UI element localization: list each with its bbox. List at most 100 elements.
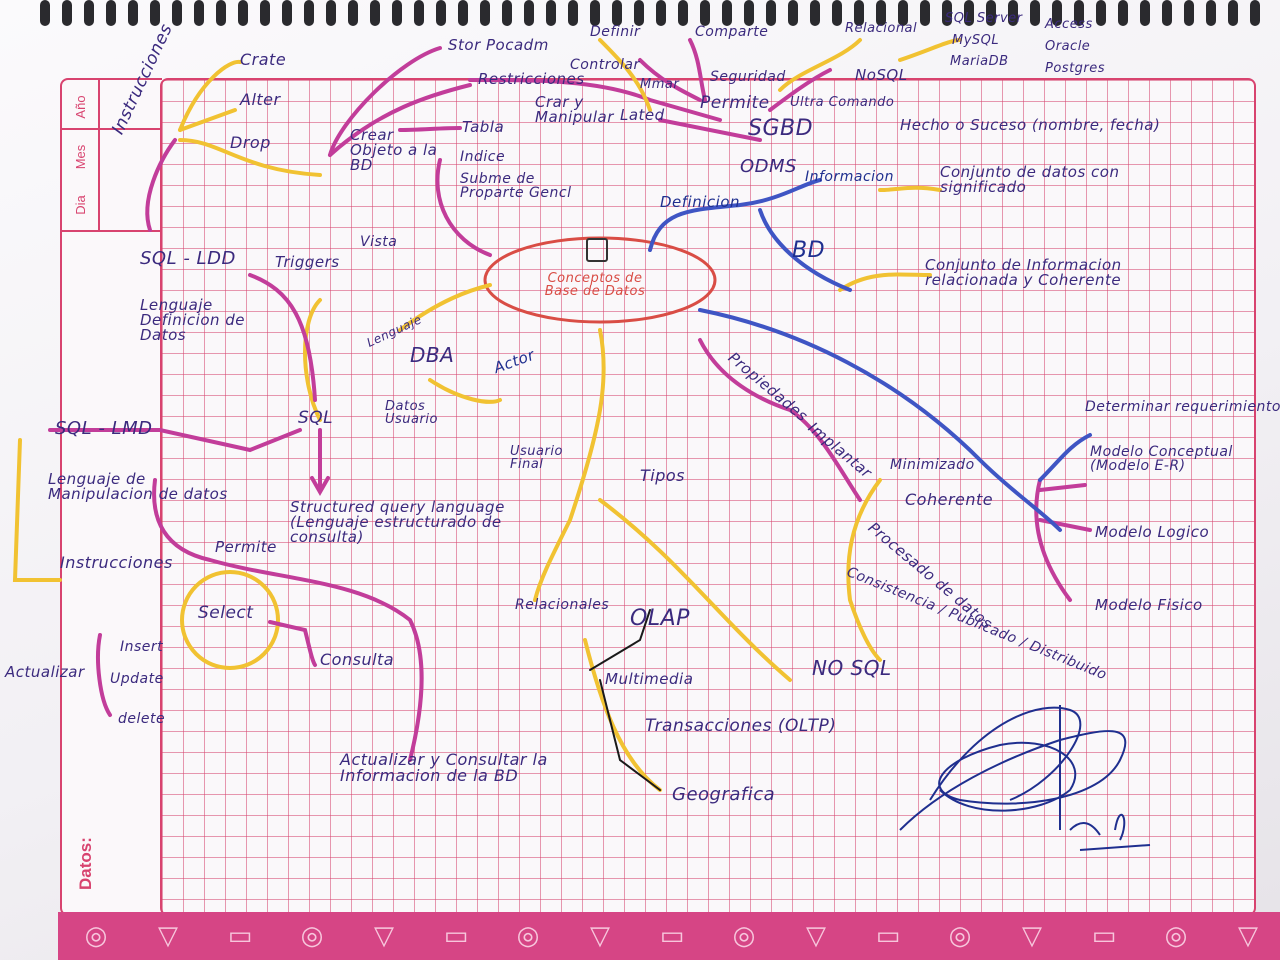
sql-lmd-label: SQL - LMD	[55, 418, 153, 439]
band-doodle-icon: ▽	[1238, 921, 1258, 951]
spiral-ring	[1096, 0, 1106, 26]
sgbd-label: SGBD	[748, 116, 814, 141]
spiral-binding	[0, 0, 1280, 26]
spiral-ring	[172, 0, 182, 26]
spiral-ring	[282, 0, 292, 26]
relacionales-label: Relacionales	[515, 597, 610, 613]
alter-label: Alter	[240, 90, 281, 109]
band-doodle-icon: ◎	[516, 921, 540, 951]
spiral-ring	[1250, 0, 1260, 26]
band-doodle-icon: ◎	[1164, 921, 1188, 951]
spiral-ring	[832, 0, 842, 26]
band-doodle-icon: ▭	[443, 921, 469, 951]
spiral-ring	[326, 0, 336, 26]
delete-label: delete	[118, 711, 166, 727]
bd-label: BD	[792, 238, 826, 263]
center-concept: Conceptos de Base de Datos	[544, 271, 646, 299]
actualizar-label: Actualizar	[5, 663, 85, 681]
mmar-label: Mmar	[640, 77, 680, 92]
informacion-label: Informacion	[805, 169, 894, 185]
relacional-label: Relacional	[845, 21, 918, 36]
spiral-ring	[150, 0, 160, 26]
spiral-ring	[634, 0, 644, 26]
permite-bottom-label: Permite	[215, 538, 277, 556]
band-doodle-icon: ▽	[1022, 921, 1042, 951]
spiral-ring	[920, 0, 930, 26]
mariadb-label: MariaDB	[950, 54, 1009, 69]
spiral-ring	[700, 0, 710, 26]
spiral-ring	[546, 0, 556, 26]
indice-label: Indice	[460, 149, 506, 165]
spiral-ring	[458, 0, 468, 26]
store-procedure-label: Stor Pocadm	[448, 36, 549, 54]
band-doodle-icon: ▭	[1091, 921, 1117, 951]
spiral-ring	[1008, 0, 1018, 26]
band-doodle-icon: ◎	[948, 921, 972, 951]
spiral-ring	[436, 0, 446, 26]
spiral-ring	[370, 0, 380, 26]
spiral-ring	[106, 0, 116, 26]
spiral-ring	[942, 0, 952, 26]
spiral-ring	[1118, 0, 1128, 26]
grid-paper	[160, 78, 1256, 916]
spiral-ring	[1184, 0, 1194, 26]
spiral-ring	[986, 0, 996, 26]
spiral-ring	[304, 0, 314, 26]
geografica-label: Geografica	[672, 784, 776, 805]
spiral-ring	[744, 0, 754, 26]
spiral-ring	[1140, 0, 1150, 26]
conjunto-info-label: Conjunto de Informacion relacionada y Co…	[925, 256, 1122, 289]
oracle-label: Oracle	[1045, 39, 1091, 54]
multimedia-label: Multimedia	[605, 670, 694, 688]
definicion-label: Definicion	[660, 193, 740, 211]
band-doodle-icon: ▽	[158, 921, 178, 951]
select-label: Select	[198, 603, 254, 623]
spiral-ring	[810, 0, 820, 26]
restricciones-label: Restricciones	[478, 70, 585, 88]
spiral-ring	[854, 0, 864, 26]
ultra-comando-label: Ultra Comando	[790, 95, 895, 110]
spiral-ring	[194, 0, 204, 26]
spiral-ring	[876, 0, 886, 26]
tipos-label: Tipos	[640, 466, 685, 485]
controlar-label: Controlar	[570, 57, 640, 73]
band-doodle-icon: ▭	[659, 921, 685, 951]
band-doodle-icon: ▽	[374, 921, 394, 951]
decorative-band: ◎▽▭◎▽▭◎▽▭◎▽▭◎▽▭◎▽	[58, 912, 1280, 960]
sql-label: SQL	[298, 408, 334, 428]
lenguaje-ddl-label: Lenguaje Definicion de Datos	[140, 296, 246, 344]
spiral-ring	[612, 0, 622, 26]
create-label: Crate	[240, 50, 287, 69]
conceptual-label: Modelo Conceptual (Modelo E-R)	[1090, 444, 1233, 474]
sql-server-label: SQL Server	[945, 11, 1023, 26]
mysql-label: MySQL	[952, 33, 1000, 48]
band-doodle-icon: ◎	[732, 921, 756, 951]
spiral-ring	[260, 0, 270, 26]
usuario-final-label: Usuario Final	[510, 444, 563, 472]
lenguaje-manipulacion-label: Lenguaje de Manipulacion de datos	[48, 470, 228, 503]
actualizar-consultar-label: Actualizar y Consultar la Informacion de…	[340, 750, 548, 785]
spiral-ring	[678, 0, 688, 26]
spiral-ring	[568, 0, 578, 26]
seguridad-label: Seguridad	[710, 69, 786, 85]
determinar-label: Determinar requerimientos	[1085, 399, 1280, 415]
spiral-ring	[392, 0, 402, 26]
dba-label: DBA	[410, 343, 455, 367]
instrucciones-bottom-label: Instrucciones	[60, 553, 173, 572]
spiral-ring	[1074, 0, 1084, 26]
logico-label: Modelo Logico	[1095, 523, 1210, 541]
spiral-ring	[40, 0, 50, 26]
spiral-ring	[656, 0, 666, 26]
nosql-bottom-label: NO SQL	[812, 656, 892, 680]
odms-label: ODMS	[740, 156, 797, 177]
signature-scribble	[899, 705, 1151, 851]
band-doodle-icon: ▭	[875, 921, 901, 951]
spiral-ring	[766, 0, 776, 26]
subme-label: Subme de Proparte Gencl	[460, 171, 572, 201]
spiral-ring	[964, 0, 974, 26]
transacciones-label: Transacciones (OLTP)	[645, 716, 837, 736]
lated-label: Lated	[620, 106, 665, 124]
spiral-ring	[84, 0, 94, 26]
